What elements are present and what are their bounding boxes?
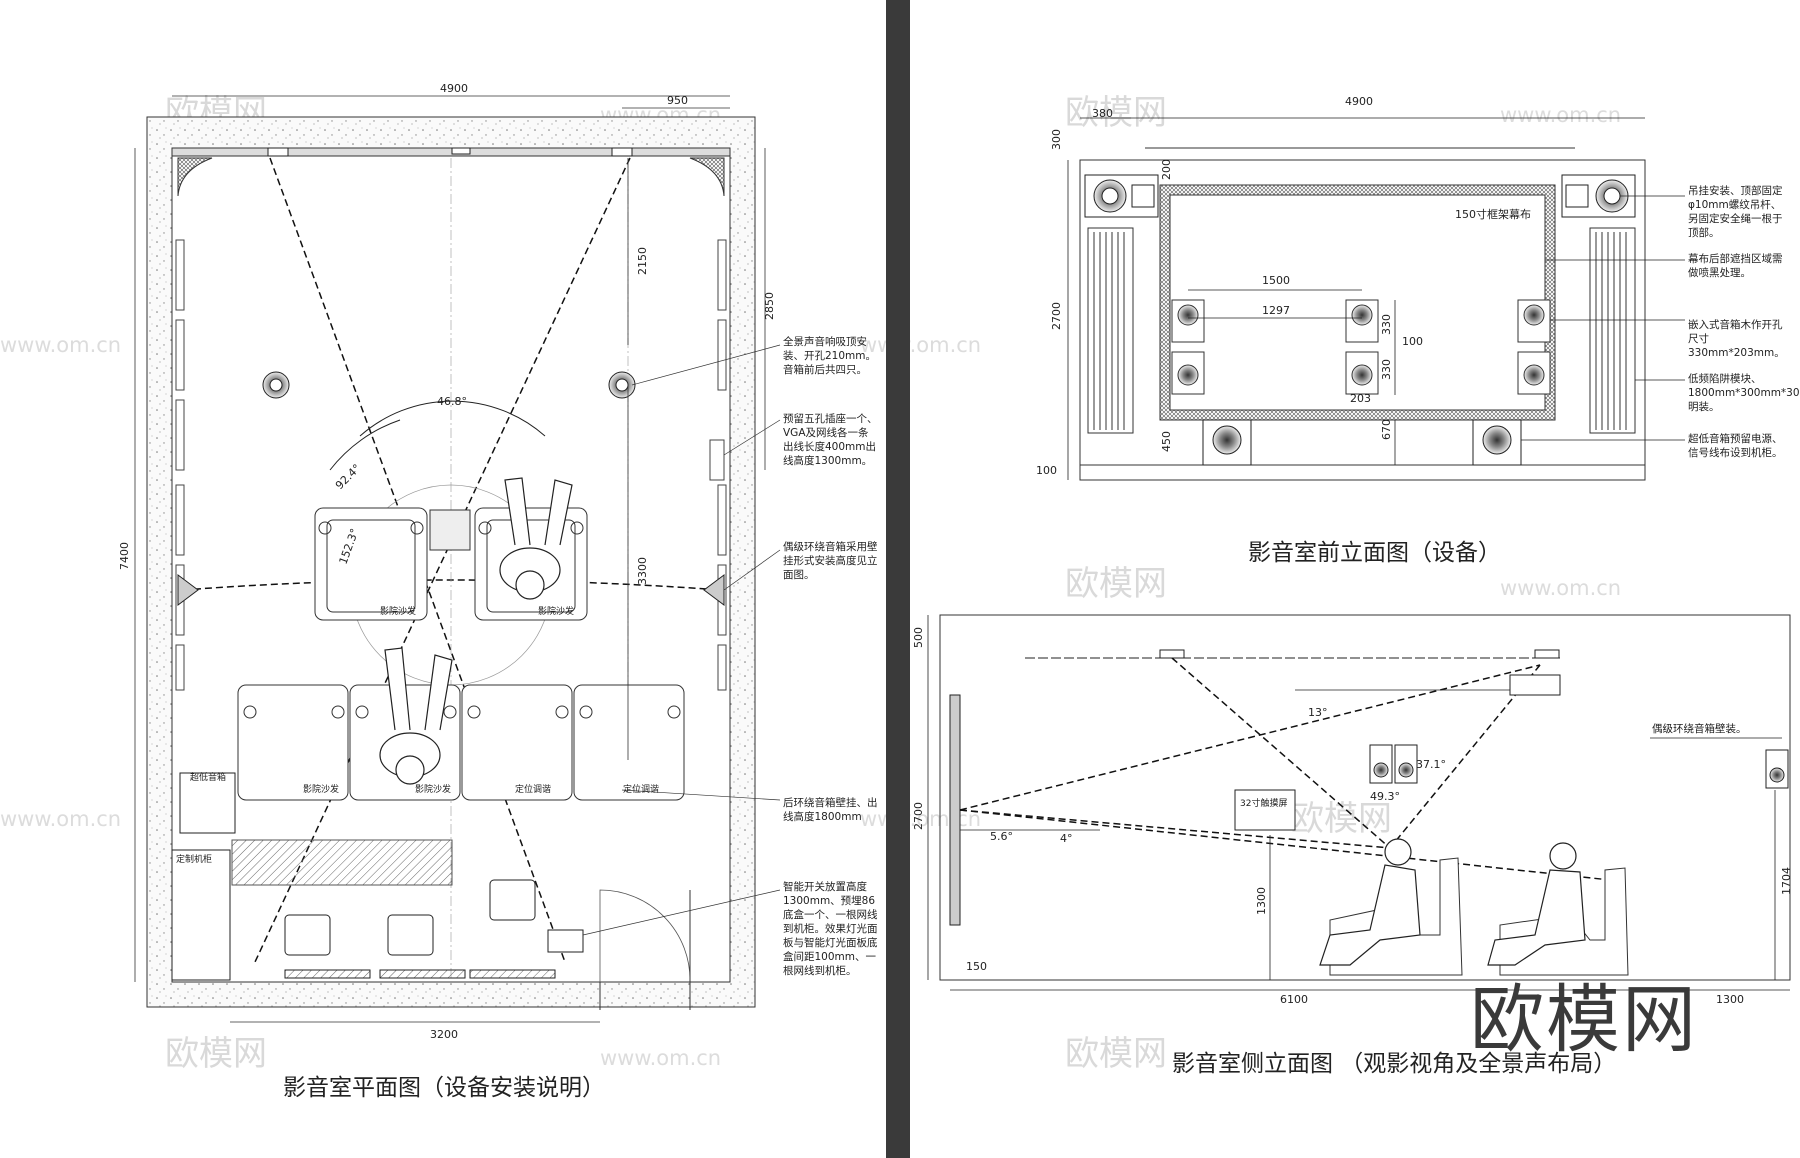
side-tv-label: 32寸触摸屏	[1240, 797, 1287, 809]
side-angle: 49.3°	[1370, 790, 1400, 803]
side-elevation	[927, 614, 1791, 991]
brand-logo: 欧模网	[1470, 977, 1698, 1063]
front-dim-330: 330	[1380, 359, 1393, 380]
side-dim-1300: 1300	[1716, 993, 1744, 1006]
plan-note: 全景声音响吸顶安装、开孔210mm。音箱前后共四只。	[783, 336, 876, 376]
front-note: 吊挂安装、顶部固定φ10mm螺纹吊杆、另固定安全绳一根于顶部。	[1688, 185, 1783, 239]
front-note: 低频陷阱模块、1800mm*300mm*300mm、明装。	[1688, 373, 1800, 413]
side-dim-150: 150	[966, 960, 987, 973]
plan-label-sofa: 影院沙发	[538, 605, 574, 617]
front-title: 影音室前立面图（设备）	[1248, 540, 1501, 566]
front-dim-100-b: 100	[1402, 335, 1423, 348]
plan-note: 后环绕音箱壁挂、出线高度1800mm	[783, 797, 878, 823]
side-angle: 5.6°	[990, 830, 1013, 843]
front-screen-label: 150寸框架幕布	[1455, 207, 1531, 221]
side-dim-500: 500	[912, 627, 925, 648]
front-dim-100: 100	[1036, 464, 1057, 477]
plan-label-sofa: 影院沙发	[415, 783, 451, 795]
watermark-url: www.om.cn	[0, 333, 121, 357]
plan-label-sofa: 影院沙发	[380, 605, 416, 617]
plan-dim-top-right: 950	[667, 94, 688, 107]
side-dim-2700: 2700	[912, 802, 925, 830]
plan-dim-2150: 2150	[636, 247, 649, 275]
plan-label-cabinet: 定制机柜	[176, 853, 212, 865]
side-angle: 4°	[1060, 832, 1073, 845]
front-dim-450: 450	[1160, 431, 1173, 452]
plan-note: 预留五孔插座一个、VGA及网线各一条出线长度400mm出线高度1300mm。	[783, 413, 878, 467]
plan-note: 偶级环绕音箱采用壁挂形式安装高度见立面图。	[783, 541, 878, 581]
front-dim-2700: 2700	[1050, 302, 1063, 330]
side-dim-1300-center: 1300	[1255, 887, 1268, 915]
plan-label-sofa: 定位调谐	[623, 783, 659, 795]
front-dim-1297: 1297	[1262, 304, 1290, 317]
watermark: 欧模网	[1065, 564, 1167, 604]
watermark: 欧模网	[1065, 93, 1167, 133]
front-dim-200: 200	[1160, 159, 1173, 180]
plan-title: 影音室平面图（设备安装说明）	[283, 1075, 605, 1101]
front-dim-670: 670	[1380, 419, 1393, 440]
sheet-divider	[886, 0, 910, 1158]
watermark-url: www.om.cn	[600, 1046, 721, 1070]
front-dim-top-width: 4900	[1345, 95, 1373, 108]
front-elevation	[1067, 117, 1685, 481]
plan-label-sofa: 影院沙发	[303, 783, 339, 795]
front-dim-203: 203	[1350, 392, 1371, 405]
side-note: 偶级环绕音箱壁装。	[1652, 723, 1747, 735]
front-texts: 4900 380 300 200 2700 450 100 670 1500 1…	[1036, 95, 1531, 477]
front-dim-300: 300	[1050, 129, 1063, 150]
plan-dim-left-height: 7400	[118, 542, 131, 570]
watermark: 欧模网	[165, 1034, 267, 1074]
side-dim-1704: 1704	[1780, 867, 1793, 895]
watermark-url: www.om.cn	[0, 807, 121, 831]
plan-dim-bottom-width: 3200	[430, 1028, 458, 1041]
watermark-url: www.om.cn	[860, 333, 981, 357]
watermark-url: www.om.cn	[1500, 576, 1621, 600]
plan-angle: 46.8°	[437, 395, 467, 408]
side-dim-6100: 6100	[1280, 993, 1308, 1006]
side-texts: 500 2700 150 6100 1300 1300 1704 13° 37.…	[912, 627, 1793, 1006]
plan-dim-top-width: 4900	[440, 82, 468, 95]
front-note: 嵌入式音箱木作开孔尺寸330mm*203mm。	[1688, 319, 1785, 359]
plan-dim-3300: 3300	[636, 557, 649, 585]
plan-view	[134, 95, 781, 1023]
front-dim-330: 330	[1380, 314, 1393, 335]
watermark: 欧模网	[1065, 1034, 1167, 1074]
front-dim-380: 380	[1092, 107, 1113, 120]
front-note: 幕布后部遮挡区域需做喷黑处理。	[1688, 253, 1783, 279]
plan-label-sofa: 定位调谐	[515, 783, 551, 795]
side-title: 影音室侧立面图 （观影视角及全景声布局）	[1172, 1051, 1617, 1077]
front-note: 超低音箱预留电源、信号线布设到机柜。	[1688, 433, 1783, 459]
plan-label-subwoofer: 超低音箱	[190, 771, 226, 783]
front-dim-1500: 1500	[1262, 274, 1290, 287]
side-angle: 37.1°	[1416, 758, 1446, 771]
plan-dim-right-height: 2850	[763, 292, 776, 320]
side-angle: 13°	[1308, 706, 1328, 719]
watermark-url: www.om.cn	[1500, 103, 1621, 127]
watermark-url: www.om.cn	[860, 807, 981, 831]
plan-note: 智能开关放置高度1300mm、预埋86底盒一个、一根网线到机柜。效果灯光面板与智…	[783, 881, 878, 977]
